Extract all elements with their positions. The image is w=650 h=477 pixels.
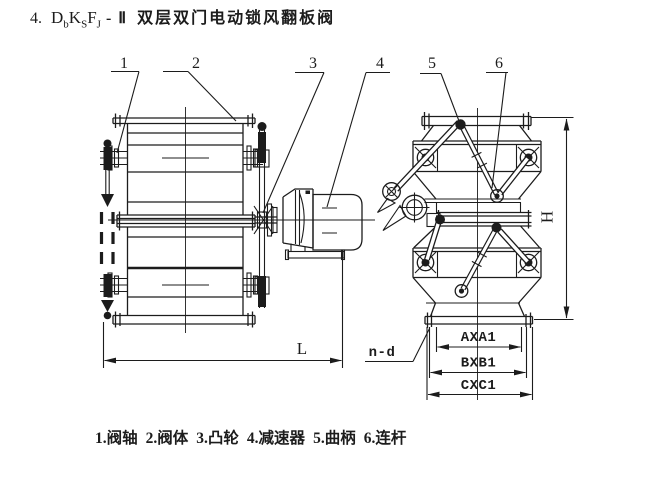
dimension-AXA1-label: AXA1 [461, 330, 497, 346]
legend-item-cam: 3.凸轮 [196, 430, 239, 447]
model-subscript: S [81, 18, 88, 31]
left-view-side [99, 107, 375, 333]
dimension-length-label: L [297, 339, 307, 358]
callout-2-valve-body: 2 [192, 55, 200, 72]
middle-spool [413, 202, 540, 248]
middle-flange [116, 211, 256, 231]
valve-name: 双层双门电动锁风翻板阀 [137, 10, 336, 27]
model-letter: F [87, 8, 97, 27]
callout-4-reducer: 4 [376, 55, 384, 72]
dimension-H: H [531, 116, 574, 321]
model-subscript: J [96, 18, 101, 31]
bolt-holes-callout: n-d [365, 328, 430, 363]
model-letter: K [68, 8, 82, 27]
lower-valve-chamber [412, 247, 542, 317]
legend-item-valve-body: 2.阀体 [145, 430, 189, 447]
series-numeral: Ⅱ [118, 10, 127, 27]
legend-item-reducer: 4.减速器 [246, 430, 306, 447]
page-title: 4. DbKSFJ-Ⅱ 双层双门电动锁风翻板阀 [30, 4, 335, 30]
top-flange [112, 113, 256, 128]
legend-item-connecting-rod: 6.连杆 [363, 430, 407, 447]
model-code: DbKSFJ [51, 8, 101, 31]
callout-3-cam: 3 [309, 55, 317, 72]
reducer-motor [282, 188, 363, 261]
model-subscript: b [63, 18, 69, 31]
cam-disc [382, 192, 441, 231]
cam-rod [253, 122, 274, 308]
callout-6-connecting-rod: 6 [495, 55, 503, 72]
dimension-BXB1-label: BXB1 [461, 356, 497, 372]
drive-shaft [255, 203, 278, 237]
centerlines [108, 107, 375, 333]
legend-item-crank: 5.曲柄 [313, 430, 356, 447]
legend-item-valve-shaft: 1.阀轴 [95, 430, 138, 447]
bolt-holes-label: n-d [369, 345, 396, 361]
bottom-flange-front [424, 312, 534, 328]
parts-legend: 1.阀轴 2.阀体 3.凸轮 4.减速器 5.曲柄 6.连杆 [95, 426, 414, 448]
callout-1-valve-shaft: 1 [120, 55, 128, 72]
callout-labels: 1 2 3 4 5 6 [111, 55, 508, 214]
bottom-flange [112, 311, 256, 328]
counterweight-levers [99, 139, 115, 320]
title-index: 4. [30, 10, 42, 27]
crank-linkage-upper [377, 119, 530, 213]
title-dash: - [105, 10, 112, 27]
top-flange-front [421, 112, 532, 130]
dimension-CXC1-label: CXC1 [461, 378, 497, 394]
right-view-front [377, 108, 542, 400]
valve-body-left [126, 123, 244, 316]
model-letter: D [51, 8, 64, 27]
crank-linkage-lower [424, 214, 530, 298]
valve-shaft-glands [100, 145, 263, 298]
dimension-L: L [102, 250, 344, 368]
upper-valve-chamber [412, 125, 542, 204]
callout-5-crank: 5 [428, 55, 436, 72]
dimension-height-label: H [538, 211, 557, 223]
dimension-flange-bolts: AXA1 BXB1 CXC1 [426, 327, 534, 400]
